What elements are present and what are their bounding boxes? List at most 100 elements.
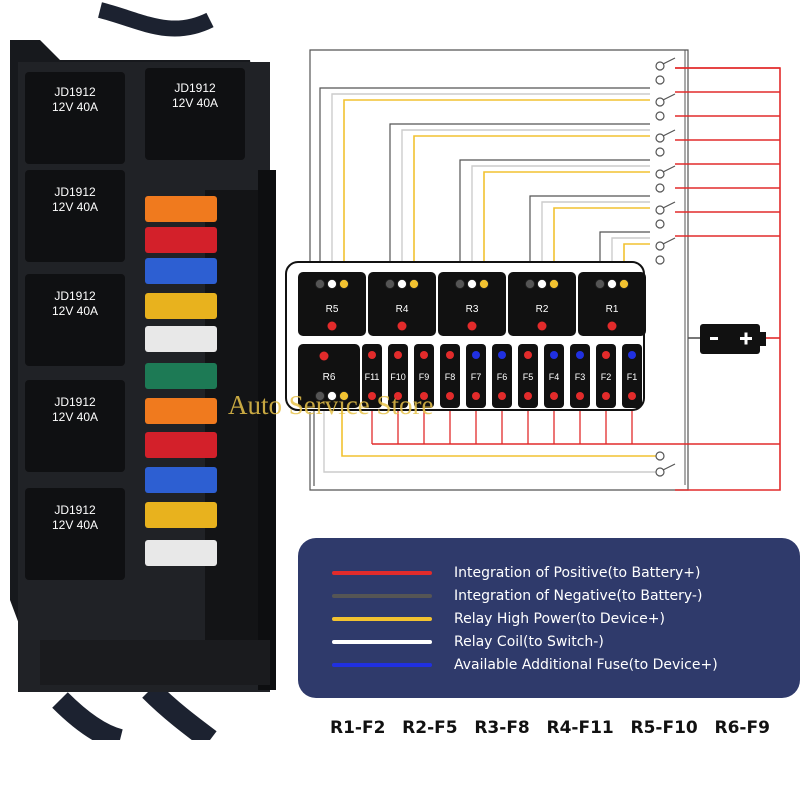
- fuse-pin: [602, 351, 610, 359]
- fuse-pin: [446, 392, 454, 400]
- relay-slot-r3: [438, 272, 506, 336]
- relay-brand: JD1912: [174, 81, 216, 95]
- legend-label: Available Additional Fuse(to Device+): [454, 657, 718, 673]
- fuse-slot-label: F8: [445, 372, 456, 382]
- fuse-slot-label: F7: [471, 372, 482, 382]
- positive-bus: [675, 67, 781, 491]
- wire: [331, 93, 650, 275]
- relay-slot-label: R6: [323, 372, 336, 383]
- relay-rating: 12V 40A: [51, 410, 99, 424]
- fuse-pin: [498, 392, 506, 400]
- relay-rating: 12V 40A: [51, 518, 99, 532]
- relay-bodies: [25, 68, 245, 580]
- wire: [471, 165, 650, 275]
- fuse-pin: [524, 351, 532, 359]
- pin: [327, 321, 337, 331]
- pin: [339, 391, 349, 401]
- fuse-pin: [628, 392, 636, 400]
- legend-label: Integration of Negative(to Battery-): [454, 588, 703, 604]
- switch-lever: [662, 129, 676, 137]
- switch-terminal: [655, 133, 665, 143]
- fuse-pin: [394, 392, 402, 400]
- relay-brand: JD1912: [54, 85, 96, 99]
- fuse-pin: [576, 392, 584, 400]
- pin: [537, 279, 547, 289]
- mapping-item: R3-F8: [474, 718, 530, 738]
- relay-slot-label: R1: [606, 304, 619, 315]
- mapping-item: R4-F11: [546, 718, 614, 738]
- fuse-slot-f6: [492, 344, 512, 408]
- pin: [595, 279, 605, 289]
- fuse-pin: [446, 351, 454, 359]
- fuse-slot-f7: [466, 344, 486, 408]
- relay-rating: 12V 40A: [51, 200, 99, 214]
- fuse-pin: [524, 392, 532, 400]
- switch-terminal: [655, 75, 665, 85]
- fuse-slot-label: F2: [601, 372, 612, 382]
- legend-item-positive: Integration of Positive(to Battery+): [332, 562, 700, 584]
- pin: [385, 279, 395, 289]
- wire: [341, 400, 656, 457]
- fuse-slot-f9: [414, 344, 434, 408]
- pin: [397, 321, 407, 331]
- pin: [319, 351, 329, 361]
- pin: [327, 279, 337, 289]
- relay-3-label: JD1912 12V 40A: [30, 185, 120, 215]
- fuse-pin: [498, 351, 506, 359]
- wire: [483, 171, 650, 275]
- switch-lever: [662, 93, 676, 101]
- fuse-slot-label: F9: [419, 372, 430, 382]
- switch-lever: [662, 57, 676, 65]
- pin: [619, 279, 629, 289]
- relay-slot-r1: [578, 272, 646, 336]
- fuse-pin: [576, 351, 584, 359]
- wire: [459, 159, 650, 275]
- mapping-item: R1-F2: [330, 718, 386, 738]
- switch-terminal: [655, 467, 665, 477]
- fuse-slot-label: F6: [497, 372, 508, 382]
- switch-terminal: [655, 451, 665, 461]
- fuse-pin: [368, 351, 376, 359]
- relay-brand: JD1912: [54, 289, 96, 303]
- pin: [467, 279, 477, 289]
- fuse-slot-label: F4: [549, 372, 560, 382]
- pin: [607, 321, 617, 331]
- legend-label: Relay High Power(to Device+): [454, 611, 665, 627]
- fuse-pin: [550, 392, 558, 400]
- relay-slot-r2: [508, 272, 576, 336]
- wire: [343, 99, 650, 275]
- fuse-pin: [550, 351, 558, 359]
- pin: [327, 391, 337, 401]
- blade-fuses: [145, 196, 217, 566]
- legend-swatch: [332, 617, 432, 621]
- switch-terminal: [655, 169, 665, 179]
- relay-2-label: JD1912 12V 40A: [150, 81, 240, 111]
- relay-6-label: JD1912 12V 40A: [30, 503, 120, 533]
- relay-brand: JD1912: [54, 185, 96, 199]
- fuse-slot-f10: [388, 344, 408, 408]
- switch-lever: [662, 463, 676, 471]
- relay-slot-r4: [368, 272, 436, 336]
- wire: [529, 195, 650, 275]
- switch-terminal: [655, 219, 665, 229]
- relay-brand: JD1912: [54, 503, 96, 517]
- relay-slot-label: R5: [326, 304, 339, 315]
- fuse-slot-f1: [622, 344, 642, 408]
- legend-item-coil: Relay Coil(to Switch-): [332, 631, 604, 653]
- pin: [455, 279, 465, 289]
- switch-terminal: [655, 97, 665, 107]
- fuse-pin: [394, 351, 402, 359]
- wire: [599, 231, 650, 275]
- switch-terminal: [655, 183, 665, 193]
- relay-brand: JD1912: [54, 395, 96, 409]
- legend-swatch: [332, 663, 432, 667]
- fuse-slot-label: F5: [523, 372, 534, 382]
- relay-1-label: JD1912 12V 40A: [30, 85, 120, 115]
- switch-symbols: [655, 57, 676, 477]
- legend-swatch: [332, 571, 432, 575]
- relay-rating: 12V 40A: [171, 96, 219, 110]
- relay-fuse-slots: [298, 272, 646, 408]
- switch-terminal: [655, 111, 665, 121]
- legend-label: Relay Coil(to Switch-): [454, 634, 604, 650]
- wire: [541, 201, 650, 275]
